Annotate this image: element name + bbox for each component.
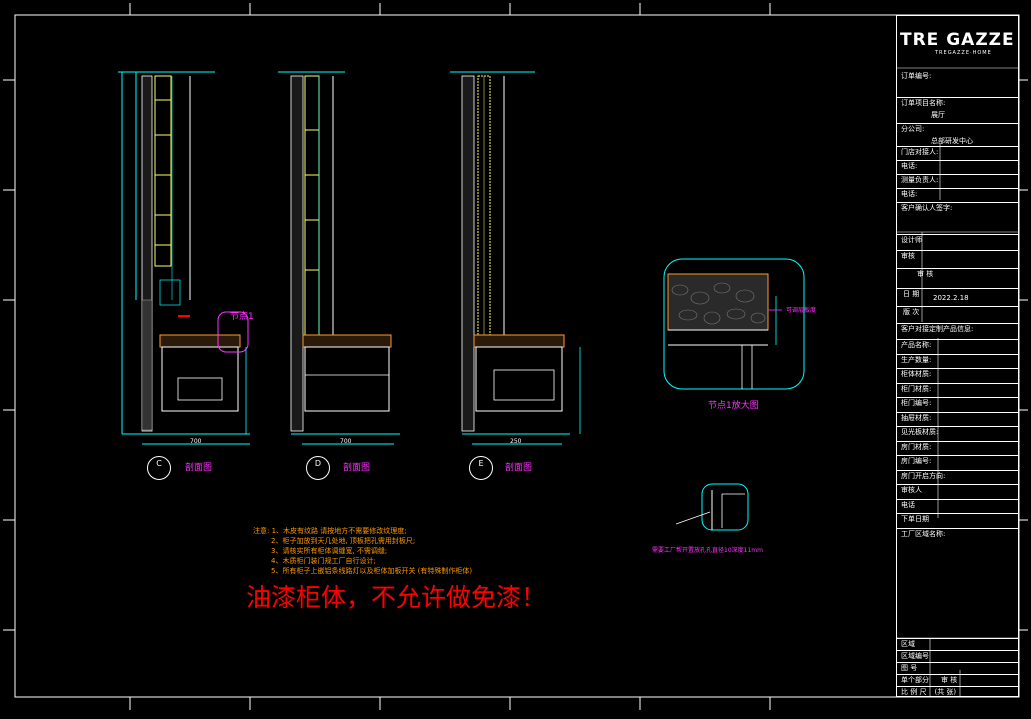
note-line: 4、木质柜门装门规工厂自行设计; [271,557,376,565]
notes-block: 注意: 1、木皮有纹路 请按地方不需要修改纹理度; 2、柜子加放到天几处地, 顶… [253,526,472,576]
section-c-title: 剖面图 [185,463,213,473]
product-field-row: 柜门材质: [897,382,1018,395]
node-label: 节点1 [230,312,254,322]
section-e-width: 250 [510,438,522,445]
frame-border [14,14,1020,698]
product-field-row: 柜体材质: [897,368,1018,380]
product-field-row: 工厂区域名称: [897,527,1018,540]
product-field-row: 房门编号: [897,455,1018,467]
bottom-row-4: 比 例 尺(共 张) [897,686,1018,698]
product-field-row: 抽屉材质: [897,411,1018,424]
section-e-title: 剖面图 [505,463,533,473]
project-value: 展厅 [931,111,945,119]
client-sign-row: 客户确认人签字: [897,202,1018,214]
note-line: 3、请核实所有柜体调缝宽, 不需调缝; [271,547,388,555]
date-row: 日 期 [897,288,1018,300]
phone1-row: 电话: [897,160,1018,172]
product-field-row: 柜门编号: [897,397,1018,409]
note-line: 注意: 1、木皮有纹路 请按地方不需要修改纹理度; [253,527,407,535]
product-field-row: 房门开启方向: [897,469,1018,482]
section-e-marker: E [469,456,493,480]
date-value: 2022.2.18 [933,294,969,302]
paint-warning: 油漆柜体，不允许做免漆！ [246,583,547,612]
title-block: 订单编号: 订单项目名称: 展厅 分公司: 总部研发中心 门店对接人: 电话: … [896,15,1019,697]
project-row: 订单项目名称: [897,97,1018,109]
note-line: 5、所有柜子上嵌铝条线路灯以及柜体加板开关 (有特殊制作柜体) [271,567,473,575]
product-field-row: 房门材质: [897,440,1018,453]
product-field-row: 下单日期 [897,513,1018,525]
small-detail-caption: 需要工厂帮开置放孔孔直径10深度11mm [652,547,763,554]
check-row: 审核 [897,250,1018,262]
node-detail-note: 可调层板度 [786,307,817,314]
node-detail-drawing [663,258,805,390]
bottom-row-2: 图 号 [897,662,1018,674]
product-field-row: 生产数量: [897,353,1018,366]
bottom-row-3: 单个部分审 核 [897,674,1018,686]
company-value: 总部研发中心 [931,137,973,145]
designer-row: 设计师 [897,234,1018,246]
measure-row: 测量负责人: [897,174,1018,186]
store-row: 门店对接人: [897,146,1018,158]
section-d-drawing [278,71,400,445]
section-c-width: 700 [190,438,202,445]
section-d-title: 剖面图 [343,463,371,473]
brand-logo: TRE GAZZE [900,30,1015,50]
order-no-row: 订单编号: [901,72,932,80]
order-info-row: 客户对接定制产品信息: [897,323,1018,335]
small-detail-drawing [675,483,749,531]
brand-subtitle: TREGAZZE·HOME [935,50,992,56]
bottom-row-1: 区域编号 [897,650,1018,662]
product-field-row: 见光板材质: [897,426,1018,438]
note-line: 2、柜子加放到天几处地, 顶板把孔需用封板尺; [271,537,416,545]
product-field-row: 电话 [897,498,1018,511]
review-row: 审 核 [897,268,1018,280]
section-c-drawing [118,71,250,445]
section-e-drawing [450,71,581,445]
product-field-row: 审核人 [897,484,1018,496]
bottom-row-0: 区域 [897,638,1018,650]
product-field-row: 产品名称: [897,339,1018,351]
section-d-width: 700 [340,438,352,445]
company-row: 分公司: [897,123,1018,135]
frame-ticks [3,3,1028,710]
section-c-marker: C [147,456,171,480]
version-row: 版 次 [897,306,1018,318]
section-d-marker: D [306,456,330,480]
node-detail-title: 节点1放大图 [708,401,759,411]
phone2-row: 电话: [897,188,1018,200]
